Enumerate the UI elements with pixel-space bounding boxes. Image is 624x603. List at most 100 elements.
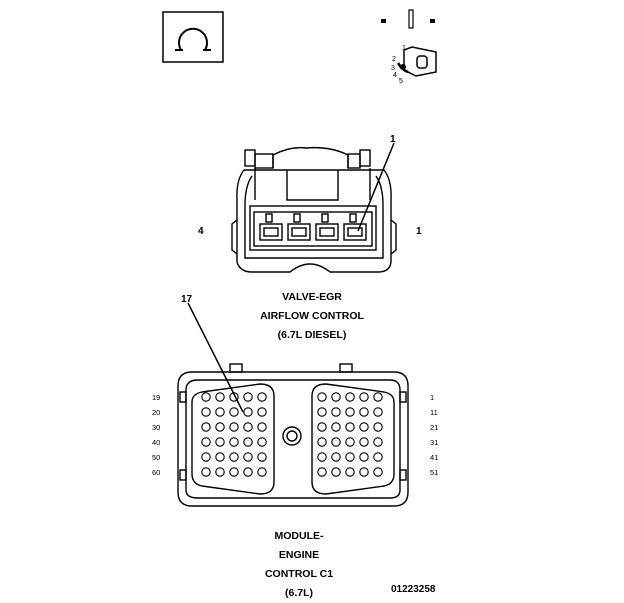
title-line: ENGINE (278, 549, 320, 561)
callout-leader (187, 302, 244, 413)
pin-cavity (215, 437, 225, 447)
key-number: 2 (392, 56, 396, 63)
pin-cavity (317, 452, 327, 462)
pin-cavity (373, 437, 383, 447)
pin-cavity (373, 467, 383, 477)
pin-cavity (331, 392, 341, 402)
row-number-label: 50 (152, 453, 160, 462)
pin-cavity (359, 392, 369, 402)
pin-cavity (201, 467, 211, 477)
key-number: 3 (391, 65, 395, 72)
pin-cavity (215, 392, 225, 402)
pin-cavity (331, 437, 341, 447)
pin-cavity (257, 452, 267, 462)
pin-cavity (201, 437, 211, 447)
pin-cavity (359, 467, 369, 477)
pin-cavity (345, 452, 355, 462)
title-line: AIRFLOW CONTROL (260, 310, 364, 322)
callout-leader (357, 142, 395, 232)
pin-cavity (257, 467, 267, 477)
pin-cavity (373, 392, 383, 402)
pin-cavity (229, 467, 239, 477)
pin-cavity (331, 422, 341, 432)
terminal-symbol-icon (162, 11, 224, 63)
pin-cavity (373, 422, 383, 432)
pin-cavity (373, 452, 383, 462)
row-number-label: 1 (430, 393, 434, 402)
title-line: VALVE-EGR (282, 291, 342, 303)
title-line: MODULE- (274, 530, 324, 542)
pin-cavity (345, 467, 355, 477)
row-number-label: 41 (430, 453, 438, 462)
pin-cavity (215, 407, 225, 417)
ecm-connector-drawing (177, 363, 409, 507)
egr-connector-drawing (231, 146, 397, 273)
pin-cavity (215, 422, 225, 432)
pin-cavity (359, 437, 369, 447)
pin-cavity (331, 467, 341, 477)
title-line: (6.7L DIESEL) (277, 329, 347, 341)
pin-cavity (201, 392, 211, 402)
egr-pin-right: 1 (416, 226, 422, 237)
pin-cavity (257, 422, 267, 432)
pin-cavity (359, 422, 369, 432)
pin-cavity (201, 422, 211, 432)
row-number-label: 21 (430, 423, 438, 432)
pin-cavity (345, 407, 355, 417)
egr-pin-left: 4 (198, 226, 204, 237)
pin-cavity (243, 437, 253, 447)
pin-cavity (243, 422, 253, 432)
pin-cavity (243, 407, 253, 417)
row-number-label: 30 (152, 423, 160, 432)
ecm-pin-grid (201, 392, 383, 477)
pin-cavity (345, 437, 355, 447)
connector-lock-icon: 1 2 3 4 5 (381, 9, 437, 85)
key-number: 4 (393, 72, 397, 79)
row-number-label: 60 (152, 468, 160, 477)
row-number-label: 31 (430, 438, 438, 447)
pin-cavity (257, 437, 267, 447)
ecm-callout: 17 (181, 294, 193, 305)
pin-cavity (229, 422, 239, 432)
title-line: (6.7L) (284, 587, 313, 599)
pin-cavity (331, 452, 341, 462)
figure-id: 01223258 (391, 584, 436, 595)
pin-cavity (257, 392, 267, 402)
row-number-label: 20 (152, 408, 160, 417)
pin-cavity (359, 452, 369, 462)
pin-cavity (215, 467, 225, 477)
pin-cavity (229, 407, 239, 417)
ecm-connector-title: MODULE- ENGINE CONTROL C1 (6.7L) (224, 527, 374, 603)
pin-cavity (317, 437, 327, 447)
pin-cavity (317, 407, 327, 417)
pin-cavity (345, 422, 355, 432)
key-number: 5 (399, 78, 403, 85)
pin-cavity (345, 392, 355, 402)
pin-cavity (201, 452, 211, 462)
pin-cavity (359, 407, 369, 417)
egr-callout: 1 (390, 134, 396, 145)
pin-cavity (373, 407, 383, 417)
pin-cavity (317, 422, 327, 432)
pin-cavity (243, 452, 253, 462)
key-number: 1 (402, 45, 406, 52)
pin-cavity (229, 437, 239, 447)
pin-cavity (317, 467, 327, 477)
pin-cavity (229, 452, 239, 462)
egr-connector-title: VALVE-EGR AIRFLOW CONTROL (6.7L DIESEL) (227, 288, 397, 345)
pin-cavity (201, 407, 211, 417)
ecm-left-row-labels: 19 20 30 40 50 60 (152, 393, 160, 477)
pin-cavity (243, 467, 253, 477)
pin-cavity (331, 407, 341, 417)
pin-cavity (215, 452, 225, 462)
row-number-label: 19 (152, 393, 160, 402)
pin-cavity (243, 392, 253, 402)
title-line: CONTROL C1 (264, 568, 334, 580)
pin-cavity (317, 392, 327, 402)
pin-cavity (257, 407, 267, 417)
row-number-label: 11 (430, 408, 438, 417)
row-number-label: 51 (430, 468, 438, 477)
row-number-label: 40 (152, 438, 160, 447)
